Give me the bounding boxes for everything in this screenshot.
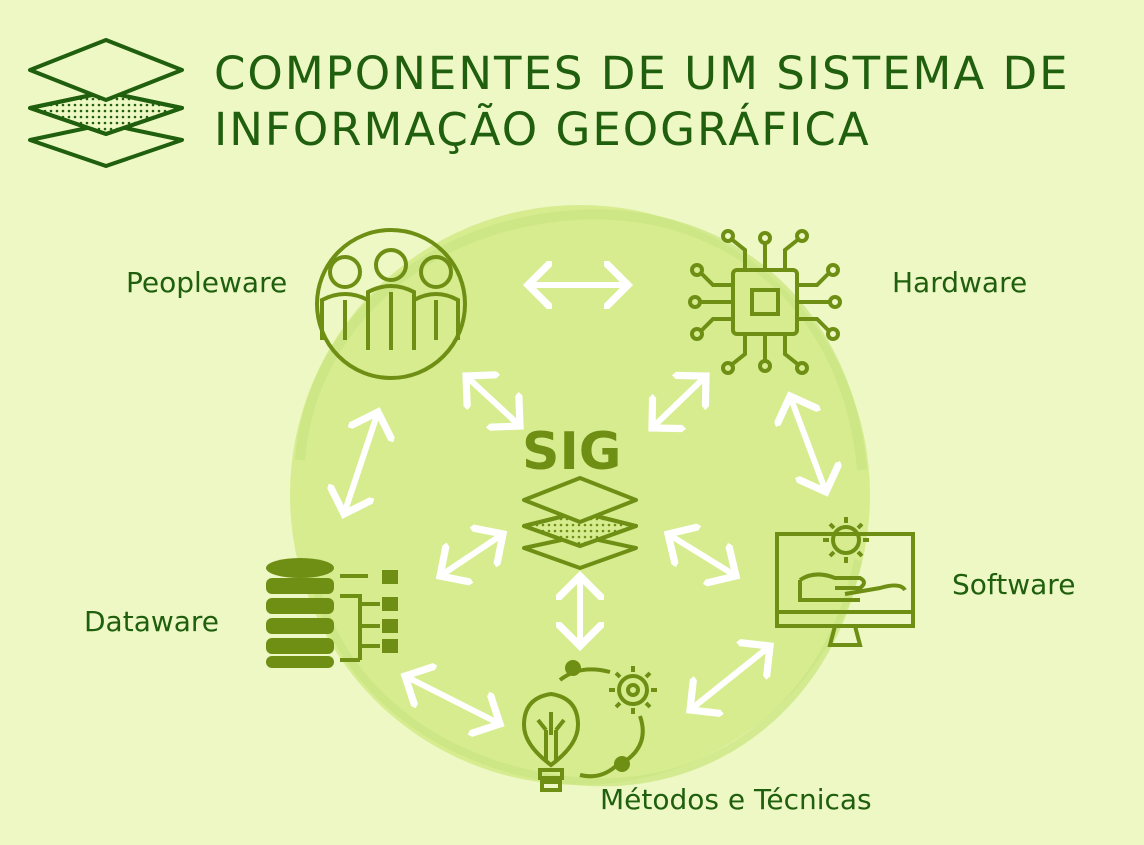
title-line-2: INFORMAÇÃO GEOGRÁFICA	[214, 103, 871, 156]
arrow-sig-data	[440, 534, 503, 576]
arrow-hardware-sig	[652, 376, 706, 428]
label-software: Software	[952, 568, 1076, 601]
arrow-data-metodos	[405, 676, 500, 724]
computer-gear-icon	[775, 517, 915, 647]
lightbulb-gear-icon	[521, 660, 657, 792]
database-icon	[266, 558, 398, 668]
page-title: COMPONENTES DE UM SISTEMA DE INFORMAÇÃO …	[214, 46, 1070, 158]
label-hardware: Hardware	[892, 266, 1028, 299]
arrow-hardware-software	[790, 396, 826, 492]
arrow-people-sig	[466, 376, 520, 426]
label-peopleware: Peopleware	[126, 266, 288, 299]
center-layers-icon	[522, 476, 638, 570]
people-group-icon	[315, 228, 467, 380]
layers-logo-icon	[28, 38, 184, 168]
arrow-sig-software	[668, 534, 736, 576]
title-line-1: COMPONENTES DE UM SISTEMA DE	[214, 47, 1070, 100]
arrow-people-data	[344, 412, 378, 514]
label-dataware: Dataware	[84, 605, 220, 638]
label-metodos: Métodos e Técnicas	[600, 783, 872, 816]
arrow-software-metodos	[690, 646, 770, 710]
center-label-sig: SIG	[522, 422, 622, 482]
microchip-icon	[688, 229, 842, 375]
